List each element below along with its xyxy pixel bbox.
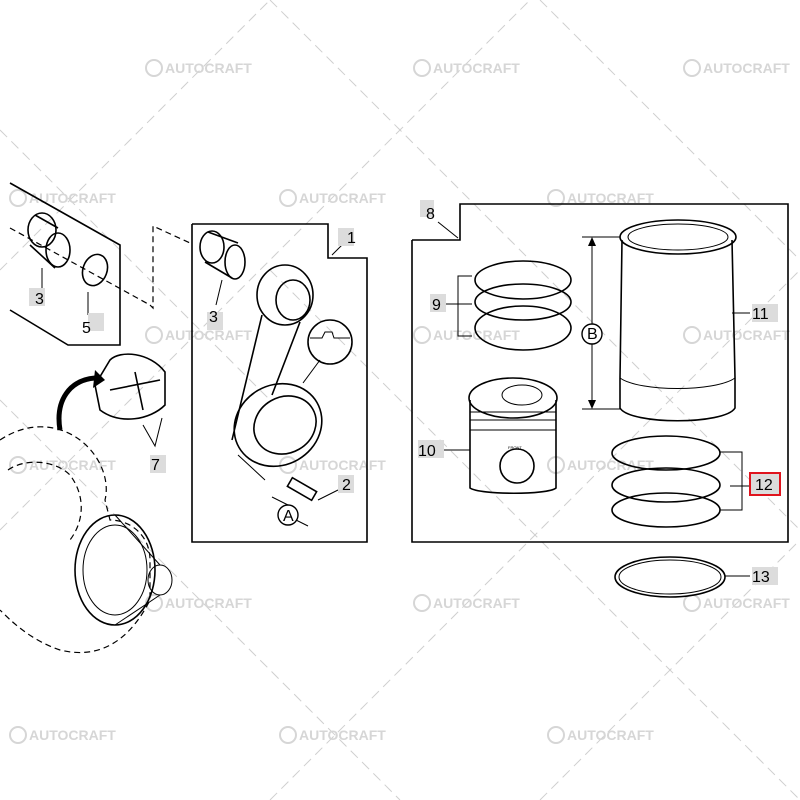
small-end-bushing [199, 230, 246, 306]
watermark-logo: AUTOCRAFT [279, 189, 386, 207]
svg-text:AUTOCRAFT: AUTOCRAFT [299, 727, 386, 743]
watermark-logo: AUTOCRAFT [547, 189, 654, 207]
svg-text:AUTOCRAFT: AUTOCRAFT [29, 457, 116, 473]
svg-text:AUTOCRAFT: AUTOCRAFT [29, 190, 116, 206]
bushing-part [27, 212, 71, 288]
svg-text:12: 12 [755, 477, 773, 494]
callout-11[interactable]: 11 [752, 304, 778, 323]
crankshaft [0, 370, 173, 654]
callout-5[interactable]: 5 [82, 313, 104, 337]
watermark-logo: AUTOCRAFT [683, 326, 790, 344]
svg-text:AUTOCRAFT: AUTOCRAFT [567, 727, 654, 743]
svg-text:AUTOCRAFT: AUTOCRAFT [703, 595, 790, 611]
svg-text:AUTOCRAFT: AUTOCRAFT [567, 457, 654, 473]
watermark-logo: AUTOCRAFT [145, 594, 252, 612]
svg-text:AUTOCRAFT: AUTOCRAFT [299, 190, 386, 206]
dimension-a-label: A [283, 508, 294, 525]
callout-13[interactable]: 13 [752, 567, 778, 586]
piston-front-mark: FRONT [508, 445, 522, 450]
svg-text:11: 11 [752, 306, 769, 323]
watermark-logo: AUTOCRAFT [413, 594, 520, 612]
watermark-logo: AUTOCRAFT [413, 326, 520, 344]
svg-text:10: 10 [418, 443, 436, 460]
cylinder-liner [581, 219, 750, 422]
watermark-logo: AUTOCRAFT [145, 59, 252, 77]
callout-12-highlighted[interactable]: 12 [749, 472, 781, 496]
bushing-inset [9, 182, 191, 346]
svg-text:1: 1 [347, 230, 356, 247]
svg-text:AUTOCRAFT: AUTOCRAFT [299, 457, 386, 473]
svg-text:AUTOCRAFT: AUTOCRAFT [433, 595, 520, 611]
watermark-logo: AUTOCRAFT [683, 59, 790, 77]
callout-9[interactable]: 9 [430, 294, 446, 314]
watermark-logo: AUTOCRAFT [9, 726, 116, 744]
connecting-rod [231, 264, 323, 481]
svg-text:AUTOCRAFT: AUTOCRAFT [433, 60, 520, 76]
svg-text:AUTOCRAFT: AUTOCRAFT [703, 327, 790, 343]
svg-text:AUTOCRAFT: AUTOCRAFT [567, 190, 654, 206]
liner-o-ring [614, 556, 750, 598]
callout-3-rod[interactable]: 3 [207, 309, 223, 330]
svg-text:7: 7 [151, 457, 160, 474]
svg-text:3: 3 [35, 291, 44, 308]
piston: FRONT [444, 377, 558, 495]
svg-text:2: 2 [342, 477, 351, 494]
svg-text:5: 5 [82, 320, 91, 337]
watermark-logo: AUTOCRAFT [279, 456, 386, 474]
dimension-b [581, 236, 620, 410]
callout-7[interactable]: 7 [150, 455, 166, 474]
callout-3-left[interactable]: 3 [29, 288, 45, 308]
watermark-logo: AUTOCRAFT [145, 326, 252, 344]
svg-text:AUTOCRAFT: AUTOCRAFT [703, 60, 790, 76]
main-bearing-part [94, 353, 166, 448]
rod-bolt [271, 476, 339, 527]
svg-text:8: 8 [426, 206, 435, 223]
watermark-logo: AUTOCRAFT [9, 189, 116, 207]
liner-seal-rings [611, 435, 752, 528]
connecting-rod-box [191, 223, 368, 543]
svg-text:AUTOCRAFT: AUTOCRAFT [165, 595, 252, 611]
callout-2[interactable]: 2 [338, 475, 354, 494]
watermark-logo: AUTOCRAFT [413, 59, 520, 77]
watermark-logo: AUTOCRAFT [279, 726, 386, 744]
svg-text:3: 3 [209, 309, 218, 326]
piston-liner-box: FRONT [411, 203, 789, 543]
callout-1[interactable]: 1 [338, 228, 356, 247]
watermark-logo: AUTOCRAFT [547, 726, 654, 744]
dimension-a [277, 504, 299, 526]
detail-view [302, 319, 353, 384]
piston-rings [446, 260, 572, 351]
callout-8[interactable]: 8 [420, 200, 435, 223]
svg-text:AUTOCRAFT: AUTOCRAFT [165, 327, 252, 343]
watermarks: AUTOCRAFT AUTOCRAFT AUTOCRAFT AUTOCRAFT … [9, 59, 790, 744]
svg-text:13: 13 [752, 569, 770, 586]
callout-10[interactable]: 10 [418, 440, 444, 460]
svg-text:9: 9 [432, 297, 441, 314]
snap-ring-part [81, 253, 109, 315]
crank-gear [74, 514, 173, 626]
svg-text:AUTOCRAFT: AUTOCRAFT [165, 60, 252, 76]
svg-text:AUTOCRAFT: AUTOCRAFT [29, 727, 116, 743]
watermark-logo: AUTOCRAFT [683, 594, 790, 612]
dimension-b-label: B [587, 326, 598, 343]
watermark-logo: AUTOCRAFT [9, 456, 116, 474]
